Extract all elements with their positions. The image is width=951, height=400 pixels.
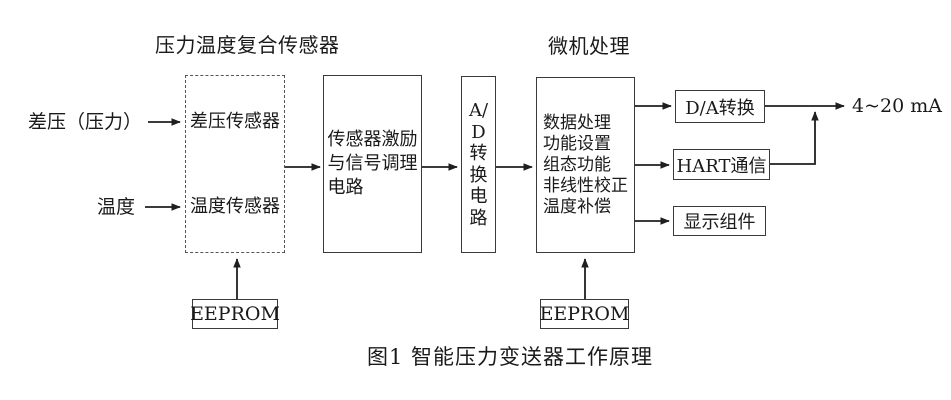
signal-conditioning-label: 传感器激励 与信号调理 电路 xyxy=(327,129,418,198)
temperature-sensor-block: 温度传感器 xyxy=(190,196,280,217)
eeprom-sensor-block: EEPROM xyxy=(190,299,280,329)
dac-block: D/A转换 xyxy=(675,90,765,123)
input-pressure-label: 差压（压力） xyxy=(28,111,143,133)
display-block: 显示组件 xyxy=(673,206,766,236)
mcu-group-title: 微机处理 xyxy=(548,34,630,58)
display-label: 显示组件 xyxy=(683,212,756,233)
composite-sensor-enclosure xyxy=(185,75,285,253)
eeprom-processor-label: EEPROM xyxy=(539,303,630,325)
pressure-sensor-block: 差压传感器 xyxy=(190,111,280,132)
output-current-label: 4~20 mA xyxy=(852,95,942,117)
eeprom-sensor-label: EEPROM xyxy=(190,303,280,325)
processing-block: 数据处理 功能设置 组态功能 非线性校正 温度补偿 xyxy=(536,77,635,253)
adc-block: A/ D 转 换 电 路 xyxy=(461,76,496,253)
eeprom-processor-block: EEPROM xyxy=(540,299,629,329)
dac-label: D/A转换 xyxy=(685,97,755,119)
signal-conditioning-block: 传感器激励 与信号调理 电路 xyxy=(323,75,422,253)
sensor-group-title: 压力温度复合传感器 xyxy=(155,33,340,57)
input-temperature-label: 温度 xyxy=(96,196,135,218)
processing-label: 数据处理 功能设置 组态功能 非线性校正 温度补偿 xyxy=(543,112,628,217)
figure-caption: 图1 智能压力变送器工作原理 xyxy=(366,345,654,369)
hart-label: HART通信 xyxy=(676,155,767,177)
adc-label: A/ D 转 换 电 路 xyxy=(468,100,489,229)
hart-block: HART通信 xyxy=(673,149,770,180)
arrow-hart-to-output-junction xyxy=(770,111,819,165)
